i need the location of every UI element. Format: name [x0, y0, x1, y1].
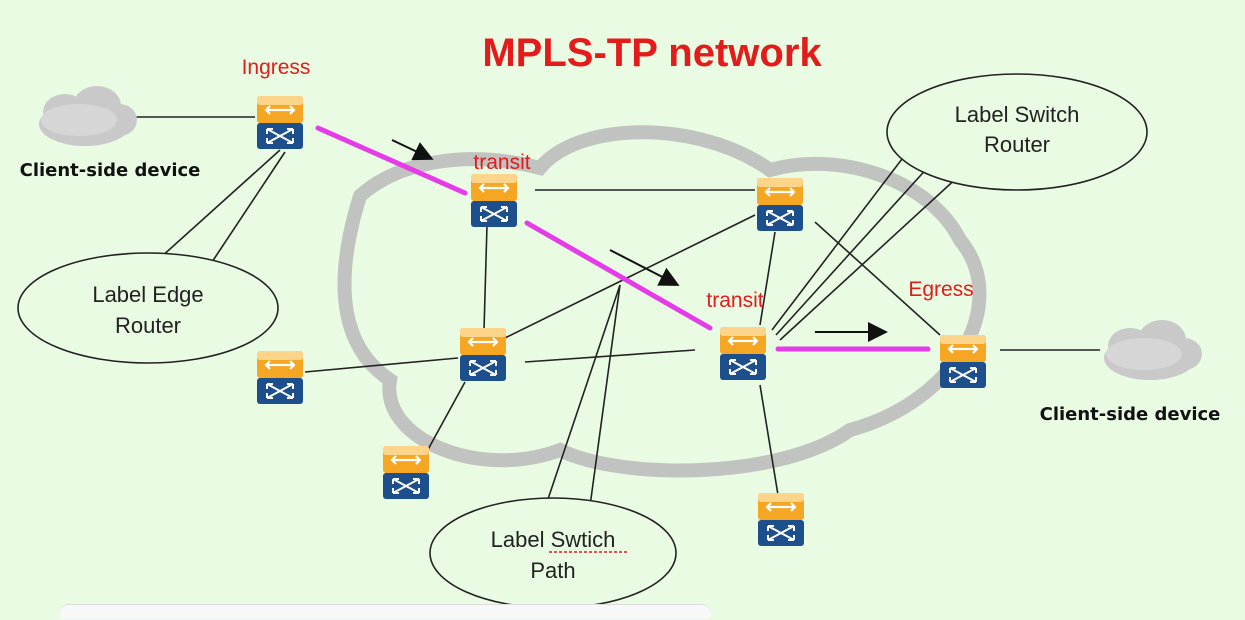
svg-text:Label Switch: Label Switch — [955, 102, 1080, 127]
label-egress: Egress — [908, 278, 973, 301]
cloud-icon — [1104, 320, 1202, 380]
label-transit-2: transit — [706, 289, 763, 312]
svg-text:Router: Router — [115, 313, 181, 338]
label-transit-1: transit — [473, 151, 530, 174]
router-transit-1 — [469, 172, 519, 229]
bottom-panel-edge — [60, 604, 710, 619]
callout-label-edge-router: Label Edge Router — [17, 252, 279, 364]
callout-label-switch-path: Label Swtich Path — [429, 497, 677, 609]
arrow-right-icon — [609, 249, 680, 286]
page-title: MPLS-TP network — [482, 31, 822, 75]
arrow-right-icon — [391, 139, 434, 161]
callout-pointers — [159, 149, 961, 509]
callout-label-switch-router: Label Switch Router — [886, 73, 1148, 191]
cloud-icon — [39, 86, 137, 146]
client-cloud-right — [1104, 320, 1202, 380]
svg-text:Label Edge: Label Edge — [92, 282, 203, 307]
label-client-right: Client-side device — [1040, 404, 1221, 425]
client-cloud-left — [39, 86, 137, 146]
label-client-left: Client-side device — [20, 160, 201, 181]
svg-text:Label Swtich: Label Swtich — [491, 527, 616, 552]
router-core-left — [458, 326, 508, 383]
svg-text:Router: Router — [984, 132, 1050, 157]
router-edge-left — [255, 349, 305, 406]
router-edge-bottom — [756, 491, 806, 548]
router-core-top-right — [755, 176, 805, 233]
router-edge-bottom-left — [381, 444, 431, 501]
router-transit-2 — [718, 325, 768, 382]
router-egress — [938, 333, 988, 390]
label-switch-path-line — [315, 125, 931, 352]
router-ingress — [255, 94, 305, 151]
svg-text:Path: Path — [530, 558, 575, 583]
direction-arrows — [391, 139, 888, 342]
label-ingress: Ingress — [242, 56, 311, 79]
